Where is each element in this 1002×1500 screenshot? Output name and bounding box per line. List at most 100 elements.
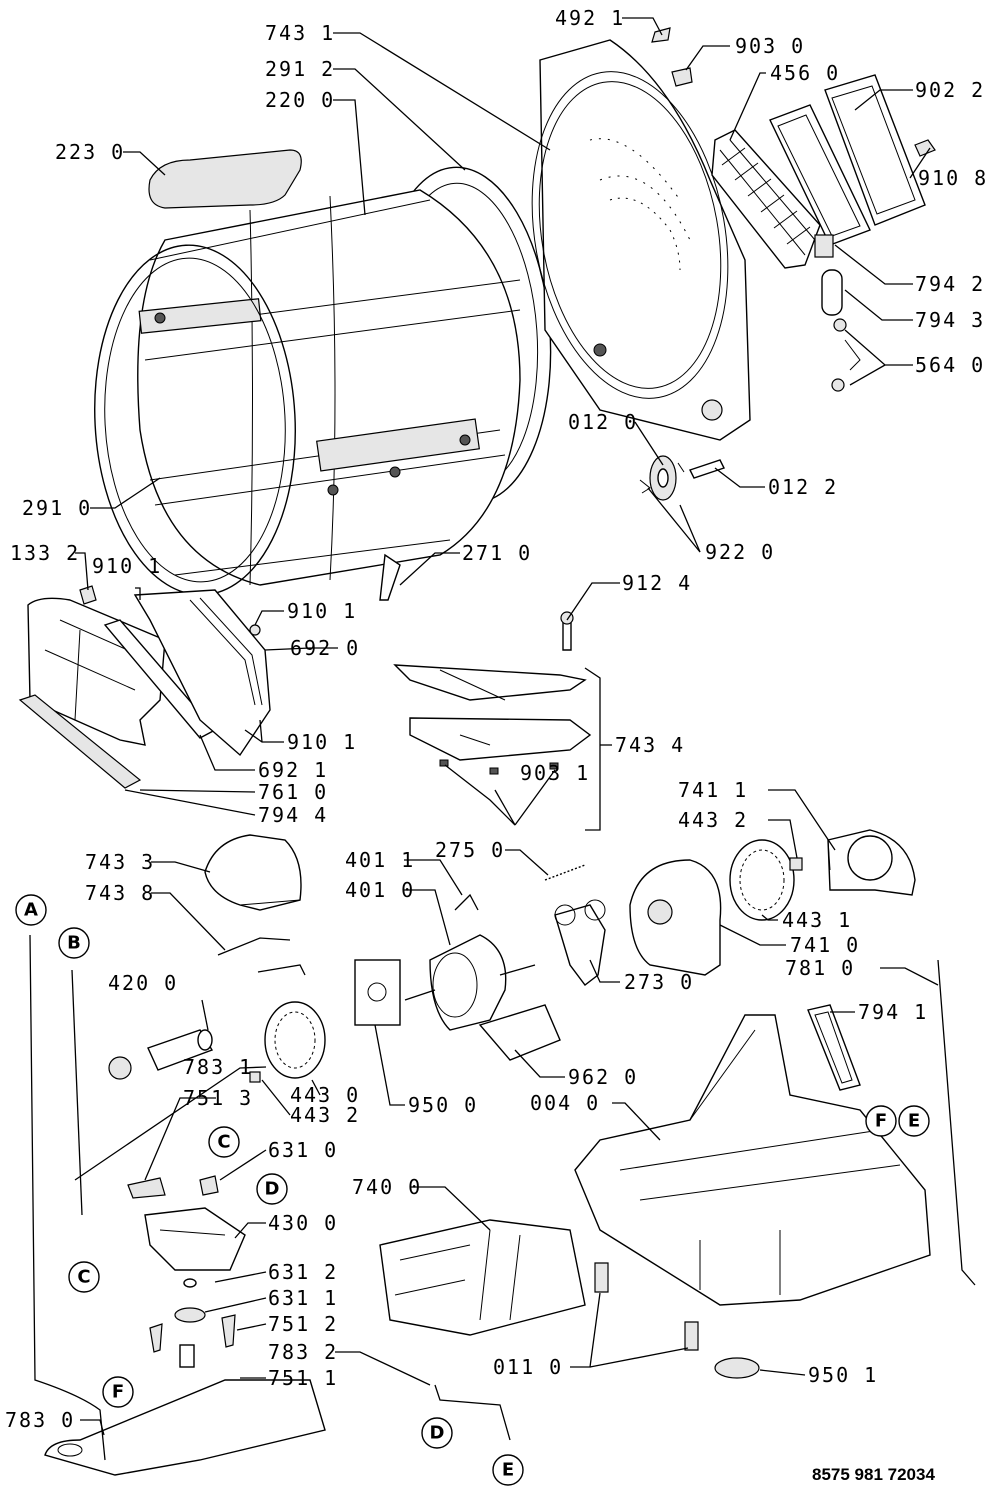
part-label-011-0: 011 0 xyxy=(493,1355,563,1379)
part-label-743-4: 743 4 xyxy=(615,733,685,757)
part-label-692-0: 692 0 xyxy=(290,636,360,660)
drum-paddle xyxy=(148,149,302,209)
part-label-631-2: 631 2 xyxy=(268,1260,338,1284)
part-label-743-8: 743 8 xyxy=(85,881,155,905)
tension-spring xyxy=(544,864,586,881)
callout-d-hose: D xyxy=(421,1417,453,1449)
duct-seal xyxy=(807,1004,861,1091)
svg-text:D: D xyxy=(265,1179,280,1200)
pump-motor-unit xyxy=(144,1207,246,1271)
part-label-962-0: 962 0 xyxy=(568,1065,638,1089)
bearing-shaft xyxy=(689,459,725,479)
part-label-751-2: 751 2 xyxy=(268,1312,338,1336)
part-label-401-0: 401 0 xyxy=(345,878,415,902)
part-label-401-1: 401 1 xyxy=(345,848,415,872)
svg-text:B: B xyxy=(67,933,81,954)
part-label-751-1: 751 1 xyxy=(268,1366,338,1390)
callout-e-hose: E xyxy=(492,1454,524,1486)
part-label-692-1: 692 1 xyxy=(258,758,328,782)
rear-panel-fastener xyxy=(671,67,693,87)
front-seal-strip xyxy=(18,694,142,789)
callout-f-base: F xyxy=(865,1105,897,1137)
svg-text:C: C xyxy=(77,1267,90,1288)
condenser-cover-lower xyxy=(409,717,592,761)
part-label-751-3: 751 3 xyxy=(183,1086,253,1110)
motor-support-bracket xyxy=(204,834,302,911)
part-label-631-1: 631 1 xyxy=(268,1286,338,1310)
part-label-783-0: 783 0 xyxy=(5,1408,75,1432)
terminal-clips xyxy=(831,318,861,392)
part-label-291-0: 291 0 xyxy=(22,496,92,520)
belt-tensioner xyxy=(554,899,606,986)
filter-cover-gasket-plate xyxy=(824,74,926,226)
svg-text:F: F xyxy=(112,1382,124,1403)
part-label-910-1-c: 910 1 xyxy=(287,730,357,754)
document-number: 8575 981 72034 xyxy=(812,1465,935,1484)
part-label-291-2: 291 2 xyxy=(265,57,335,81)
part-label-564-0: 564 0 xyxy=(915,353,985,377)
filter-frame xyxy=(133,589,271,757)
water-tray xyxy=(44,1379,326,1476)
bearing-circlip xyxy=(639,462,685,494)
part-labels: 743 1 492 1 903 0 291 2 220 0 456 0 902 … xyxy=(5,6,988,1432)
drive-motor xyxy=(404,934,536,1031)
part-label-903-0: 903 0 xyxy=(735,34,805,58)
plate-screw xyxy=(560,611,574,651)
svg-text:D: D xyxy=(430,1423,445,1444)
part-label-271-0: 271 0 xyxy=(462,541,532,565)
part-label-794-4: 794 4 xyxy=(258,803,328,827)
part-label-950-1: 950 1 xyxy=(808,1363,878,1387)
drum-bearing xyxy=(649,455,677,501)
part-label-133-2: 133 2 xyxy=(10,541,80,565)
part-label-902-2: 902 2 xyxy=(915,78,985,102)
pump-unit-clip xyxy=(127,1177,166,1199)
pump-clips xyxy=(149,1314,236,1368)
part-label-220-0: 220 0 xyxy=(265,88,335,112)
part-label-910-1-b: 910 1 xyxy=(287,599,357,623)
condenser xyxy=(379,1219,586,1336)
part-label-740-0: 740 0 xyxy=(352,1175,422,1199)
screw-small xyxy=(249,624,261,636)
hose-rear xyxy=(937,959,976,1286)
part-label-794-2: 794 2 xyxy=(915,272,985,296)
condenser-cover-plate xyxy=(393,664,587,701)
plate-clips xyxy=(439,759,559,775)
pump-impeller xyxy=(174,1307,206,1323)
pump-connector xyxy=(199,1175,219,1196)
part-label-443-1: 443 1 xyxy=(782,908,852,932)
part-label-223-0: 223 0 xyxy=(55,140,125,164)
callout-f-hose: F xyxy=(102,1376,134,1408)
leader-lines xyxy=(74,17,939,1436)
motor-clamp xyxy=(454,893,479,911)
part-label-492-1: 492 1 xyxy=(555,6,625,30)
fan-nut xyxy=(789,857,803,871)
part-label-743-3: 743 3 xyxy=(85,850,155,874)
pump-o-ring xyxy=(183,1278,197,1288)
part-label-631-0: 631 0 xyxy=(268,1138,338,1162)
motor-gasket xyxy=(354,959,401,1026)
rear-panel-clip xyxy=(651,27,671,43)
svg-text:F: F xyxy=(875,1111,887,1132)
part-label-741-1: 741 1 xyxy=(678,778,748,802)
heating-element-can xyxy=(108,1029,214,1080)
motor-shield xyxy=(478,1004,561,1061)
part-label-794-3: 794 3 xyxy=(915,308,985,332)
part-label-275-0: 275 0 xyxy=(435,838,505,862)
fan-nut-front xyxy=(249,1071,261,1083)
svg-text:E: E xyxy=(908,1111,920,1132)
callout-e-base: E xyxy=(898,1105,930,1137)
part-label-783-2: 783 2 xyxy=(268,1340,338,1364)
foot-pad xyxy=(714,1357,760,1379)
part-label-420-0: 420 0 xyxy=(108,971,178,995)
base-plinth xyxy=(574,1014,931,1306)
part-label-430-0: 430 0 xyxy=(268,1211,338,1235)
filter-inner-gasket xyxy=(769,104,871,246)
sensor-connector xyxy=(814,234,834,258)
part-label-910-8: 910 8 xyxy=(918,166,988,190)
hose-a xyxy=(29,934,106,1461)
drum-support-bracket xyxy=(379,553,401,601)
leveling-foot-rear xyxy=(684,1321,699,1351)
svg-text:C: C xyxy=(217,1132,230,1153)
fan-impeller-front xyxy=(264,1001,326,1079)
callout-c-hose: C xyxy=(68,1261,100,1293)
